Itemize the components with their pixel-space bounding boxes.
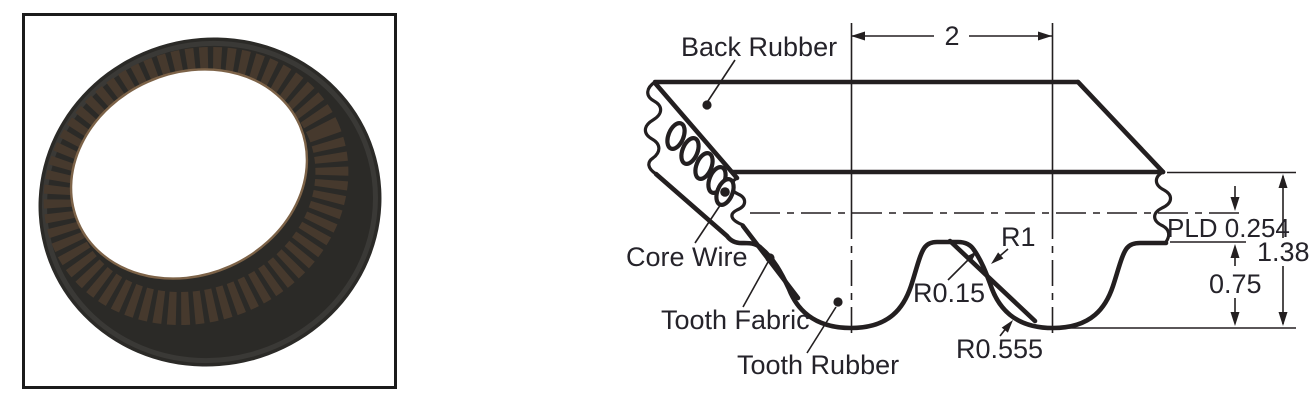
label-tooth-rubber: Tooth Rubber: [737, 350, 899, 380]
callout-tip-radius: R0.15: [913, 278, 985, 308]
pitch-dimension-value: 2: [944, 21, 959, 51]
core-wire-dot: [720, 187, 730, 197]
cross-section-diagram: 2 1.38 PLD 0.254: [620, 0, 1310, 404]
label-tooth-fabric: Tooth Fabric: [661, 305, 810, 335]
belt-back-sheen: [42, 40, 378, 364]
dimension-tooth-depth: 0.75: [1209, 244, 1262, 326]
label-core-wire: Core Wire: [626, 242, 748, 272]
label-back-rubber: Back Rubber: [681, 32, 837, 62]
core-wires: [665, 121, 736, 207]
tooth-fabric-dot: [765, 253, 775, 263]
tooth-depth-value: 0.75: [1209, 269, 1262, 299]
back-rubber-dot: [702, 100, 712, 110]
tooth-rubber-dot: [833, 297, 843, 307]
callout-root-radius: R0.555: [956, 334, 1043, 364]
label-tooth-rubber-group: Tooth Rubber: [737, 297, 899, 380]
callout-r0555-group: R0.555: [956, 320, 1043, 364]
timing-belt-photo: [38, 37, 382, 367]
dimension-pld: PLD 0.254: [1167, 186, 1290, 243]
dimension-extension-lines: [1062, 171, 1296, 329]
dimension-overall-thickness: 1.38: [1257, 174, 1310, 326]
callout-r1-group: R1: [991, 222, 1036, 264]
label-tooth-fabric-group: Tooth Fabric: [661, 253, 810, 335]
callout-r015-group: R0.15: [913, 251, 985, 308]
tooth-centerlines: [850, 23, 1054, 338]
belt-teeth-ring: [43, 46, 349, 326]
label-back-rubber-group: Back Rubber: [681, 32, 837, 110]
label-core-wire-group: Core Wire: [626, 203, 748, 272]
belt-body-outline: [643, 79, 1173, 244]
belt-cross-section-svg: 2 1.38 PLD 0.254: [626, 21, 1310, 380]
belt-inner-hole: [69, 68, 309, 280]
overall-thickness-value: 1.38: [1257, 237, 1310, 267]
pld-dimension-value: PLD 0.254: [1167, 213, 1290, 243]
dimension-pitch: 2: [851, 21, 1052, 51]
callout-flank-radius: R1: [1001, 222, 1036, 252]
product-photo-frame: [22, 13, 397, 389]
